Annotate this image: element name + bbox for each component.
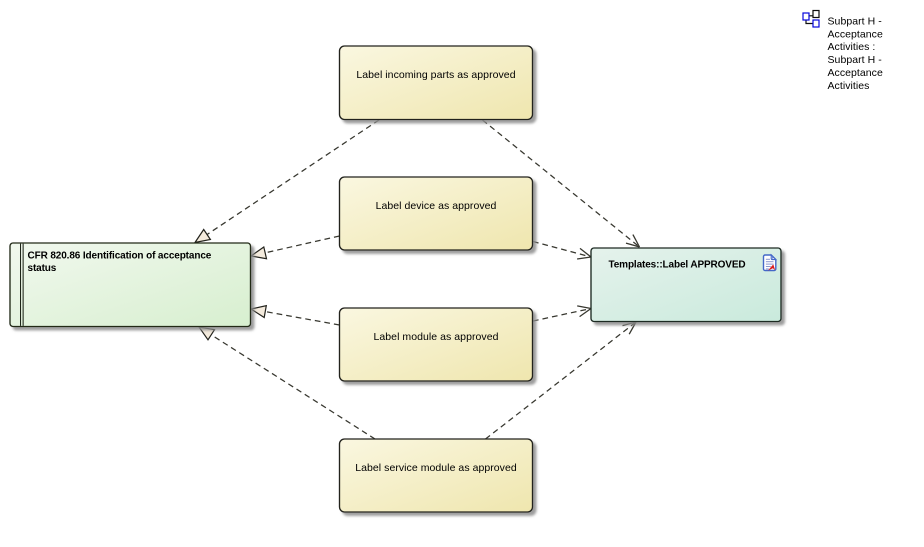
svg-text:CFR 820.86 Identification of a: CFR 820.86 Identification of acceptance	[28, 251, 212, 262]
svg-text:status: status	[28, 263, 57, 274]
svg-text:Templates::Label APPROVED: Templates::Label APPROVED	[608, 259, 745, 270]
svg-text:Subpart H -: Subpart H -	[828, 15, 883, 27]
svg-text:Activities :: Activities :	[828, 41, 876, 53]
svg-text:Label module as approved: Label module as approved	[374, 331, 499, 343]
svg-text:Label incoming parts as approv: Label incoming parts as approved	[356, 69, 515, 81]
svg-text:Label device as approved: Label device as approved	[376, 200, 497, 212]
svg-text:Label service module as approv: Label service module as approved	[355, 462, 517, 474]
svg-text:Subpart H -: Subpart H -	[828, 54, 883, 66]
svg-text:Acceptance: Acceptance	[828, 67, 883, 79]
svg-text:Acceptance: Acceptance	[828, 28, 883, 40]
svg-text:Activities: Activities	[828, 80, 870, 92]
